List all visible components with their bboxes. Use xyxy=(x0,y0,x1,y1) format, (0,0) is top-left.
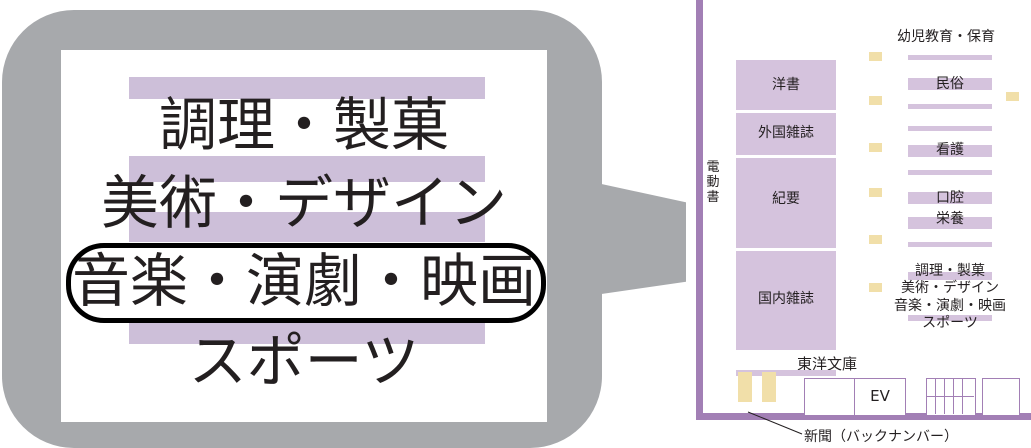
pillar xyxy=(869,283,882,292)
shelf-strip xyxy=(908,55,992,60)
shelf-divider xyxy=(736,155,836,158)
shelf-strip xyxy=(736,370,836,376)
shelf-strip xyxy=(908,126,992,131)
zoom-shelf-band xyxy=(129,156,485,182)
shelf-strip xyxy=(908,272,992,280)
label-toyo-bunko: 東洋文庫 xyxy=(796,355,857,373)
newspaper-rack xyxy=(738,372,752,402)
map-label-music-theater-film: 音楽・演劇・映画 xyxy=(894,298,1006,314)
pillar xyxy=(1006,92,1019,101)
stairs-box xyxy=(926,378,976,416)
highlight-ring xyxy=(66,243,546,323)
elevator-box: EV xyxy=(854,378,906,416)
zoom-shelf-band xyxy=(129,77,485,99)
pillar xyxy=(869,188,882,197)
shelf-divider xyxy=(736,248,836,251)
zoom-callout: 調理・製菓 美術・デザイン 音楽・演劇・映画 スポーツ xyxy=(2,10,602,448)
label-bulletins: 紀要 xyxy=(772,191,800,207)
zoom-label-cooking: 調理・製菓 xyxy=(158,91,449,159)
map-label-cooking: 調理・製菓 xyxy=(915,263,985,279)
label-oral: 口腔 xyxy=(936,190,964,206)
pillar xyxy=(869,52,882,61)
map-wall-left xyxy=(696,0,703,420)
shelf-strip xyxy=(908,315,992,321)
zoom-label-art-design: 美術・デザイン xyxy=(100,169,507,237)
zoom-panel: 調理・製菓 美術・デザイン 音楽・演劇・映画 スポーツ xyxy=(61,50,547,422)
map-label-art-design: 美術・デザイン xyxy=(901,280,999,296)
newspaper-leader-line xyxy=(747,411,803,435)
label-folklore: 民俗 xyxy=(936,76,964,92)
shelf-strip xyxy=(908,104,992,109)
label-electronic-books: 電動書 xyxy=(706,160,720,202)
pillar xyxy=(869,143,882,152)
stair-landing xyxy=(926,396,974,397)
shelf-column-left xyxy=(736,60,836,350)
map-wall-bottom xyxy=(696,413,1031,420)
room-box xyxy=(804,378,856,416)
zoom-label-music-theater-film: 音楽・演劇・映画 xyxy=(71,247,536,315)
newspaper-rack xyxy=(762,372,776,402)
label-early-childhood: 幼児教育・保育 xyxy=(897,29,995,45)
label-nutrition: 栄養 xyxy=(936,211,964,227)
shelf-strip xyxy=(908,170,992,175)
shelf-strip xyxy=(908,217,992,229)
label-foreign-books: 洋書 xyxy=(772,77,800,93)
shelf-strip xyxy=(908,242,992,247)
label-foreign-magazines: 外国雑誌 xyxy=(758,125,814,141)
floor-map: 洋書 外国雑誌 紀要 国内雑誌 電動書 幼児教育・保育 民俗 看護 口腔 栄養 … xyxy=(686,0,1031,448)
shelf-strip xyxy=(908,145,992,157)
label-domestic-magazines: 国内雑誌 xyxy=(758,291,814,307)
zoom-shelf-band xyxy=(129,212,485,242)
shelf-strip xyxy=(908,78,992,90)
shelf-strip xyxy=(908,192,992,204)
pillar xyxy=(869,235,882,244)
shelf-divider xyxy=(736,110,836,113)
map-label-sports: スポーツ xyxy=(922,315,978,331)
room-box xyxy=(982,378,1020,416)
pillar xyxy=(869,96,882,105)
label-newspapers-back-numbers: 新聞（バックナンバー） xyxy=(804,429,958,445)
label-elevator: EV xyxy=(870,387,890,405)
zoom-label-sports: スポーツ xyxy=(188,327,420,395)
label-nursing: 看護 xyxy=(936,142,964,158)
